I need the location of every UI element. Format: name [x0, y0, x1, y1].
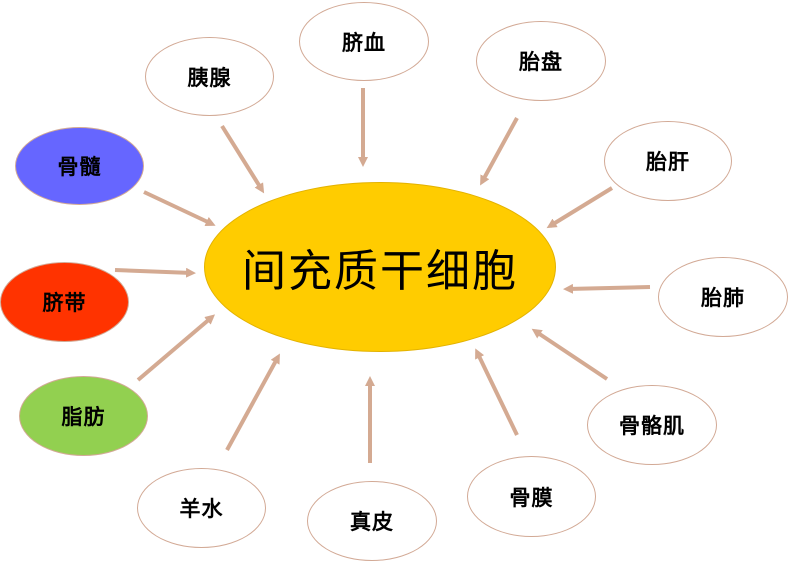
source-node-amniotic-fluid: 羊水 — [137, 468, 266, 548]
arrow-yixian — [220, 124, 265, 194]
source-node-bone-marrow: 骨髓 — [15, 127, 144, 205]
source-node-adipose: 脂肪 — [19, 376, 148, 456]
node-label: 骨髓 — [57, 154, 102, 179]
node-label: 羊水 — [179, 496, 224, 521]
arrow-taifei — [563, 283, 651, 294]
arrow-zhifang — [136, 314, 216, 382]
source-node-cord-blood: 脐血 — [299, 2, 429, 81]
node-label: 胎盘 — [519, 49, 563, 74]
arrow-qidai — [114, 267, 196, 278]
source-node-umbilical-cord: 脐带 — [0, 262, 129, 342]
arrow-taigan — [546, 186, 614, 229]
arrow-gusui — [143, 190, 216, 226]
center-node-label: 间充质干细胞 — [242, 246, 518, 297]
source-node-dermis: 真皮 — [307, 481, 437, 561]
node-label: 脐带 — [42, 290, 87, 315]
node-label: 脂肪 — [61, 404, 106, 429]
source-node-placenta: 胎盘 — [476, 21, 606, 101]
node-label: 真皮 — [350, 509, 394, 534]
source-node-fetal-liver: 胎肝 — [604, 121, 732, 201]
source-node-skeletal-muscle: 骨骼肌 — [587, 385, 717, 465]
arrow-gugeji — [531, 328, 609, 381]
node-label: 胎肺 — [701, 285, 745, 310]
arrow-taipan — [480, 117, 519, 186]
node-label: 骨骼肌 — [619, 413, 685, 438]
arrow-gumo — [475, 348, 519, 436]
node-label: 脐血 — [342, 29, 386, 55]
source-node-pancreas: 胰腺 — [145, 37, 274, 116]
source-node-fetal-lung: 胎肺 — [658, 257, 788, 337]
node-label: 胎肝 — [646, 149, 690, 174]
node-label: 胰腺 — [187, 64, 232, 90]
source-node-periosteum: 骨膜 — [467, 456, 596, 537]
node-label: 骨膜 — [509, 484, 554, 510]
center-node-mesenchymal-stem-cells: 间充质干细胞 — [204, 182, 556, 352]
arrow-yangshui — [225, 353, 280, 451]
